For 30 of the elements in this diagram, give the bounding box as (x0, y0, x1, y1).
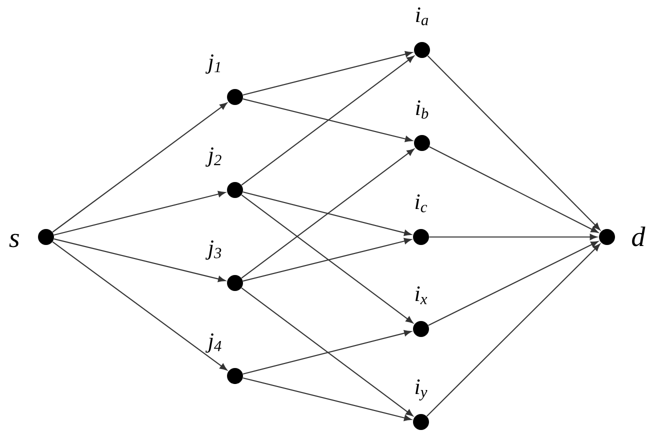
arrow (241, 56, 414, 186)
arrow (428, 241, 598, 326)
node-label: j$_{3}$ (206, 240, 222, 260)
arrow (429, 146, 598, 233)
arrow (427, 55, 600, 230)
arrow (242, 191, 412, 236)
node-label: i$_{y}$ (416, 379, 428, 400)
node-label: s (9, 234, 19, 248)
node-label: j$_{1}$ (206, 54, 220, 74)
arrow (242, 51, 412, 96)
node-label: d (632, 226, 646, 246)
arrow (426, 244, 600, 417)
node-label: j$_{4}$ (206, 333, 222, 353)
arrow (52, 102, 228, 233)
arrow (241, 148, 414, 279)
arrow (242, 330, 412, 375)
arrow (242, 377, 412, 421)
arrow (241, 287, 414, 416)
arrow (241, 194, 414, 324)
node-label: i$_{c}$ (416, 194, 428, 212)
node-label: i$_{b}$ (416, 100, 428, 119)
arrow (429, 234, 598, 240)
node-label: j$_{2}$ (206, 147, 222, 167)
arrow (242, 238, 412, 282)
arrow (54, 238, 226, 282)
node-label: i$_{x}$ (416, 286, 428, 304)
arrow (54, 191, 226, 236)
arrow (52, 241, 228, 370)
node-label: i$_{a}$ (416, 7, 428, 26)
arrow (242, 98, 412, 142)
